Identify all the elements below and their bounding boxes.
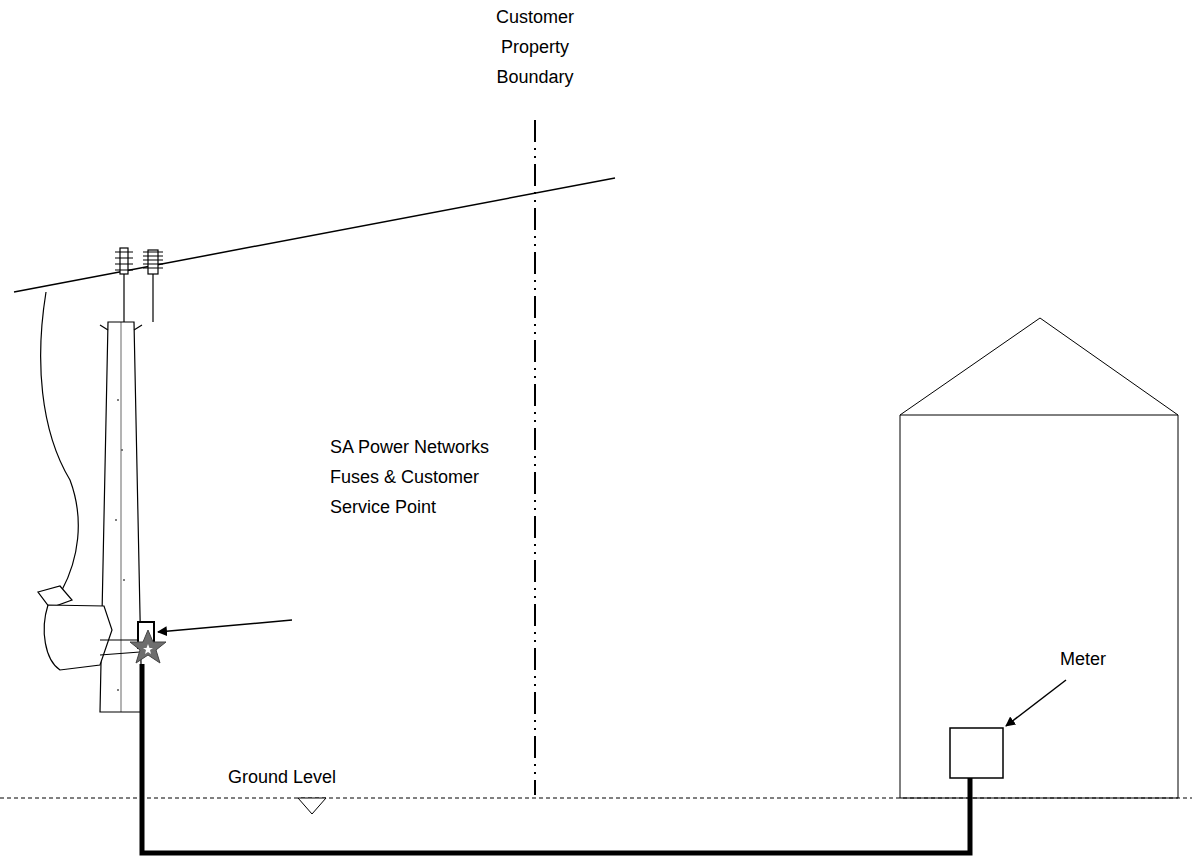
service-point-star: [130, 630, 166, 663]
boundary-line: [534, 120, 536, 795]
label: Customer Property Boundary: [480, 2, 590, 92]
house: [900, 318, 1178, 798]
label: Meter: [1060, 644, 1150, 674]
star-centre: [143, 644, 153, 654]
overhead-line: [14, 178, 615, 292]
leader-line: [1006, 680, 1066, 726]
service-cable: [142, 664, 970, 853]
leader-line: [158, 620, 292, 632]
label: Ground Level: [228, 762, 388, 792]
label: SA Power Networks Fuses & Customer Servi…: [330, 432, 510, 522]
ground-marker: [298, 798, 326, 814]
meter-box: [950, 728, 1003, 778]
